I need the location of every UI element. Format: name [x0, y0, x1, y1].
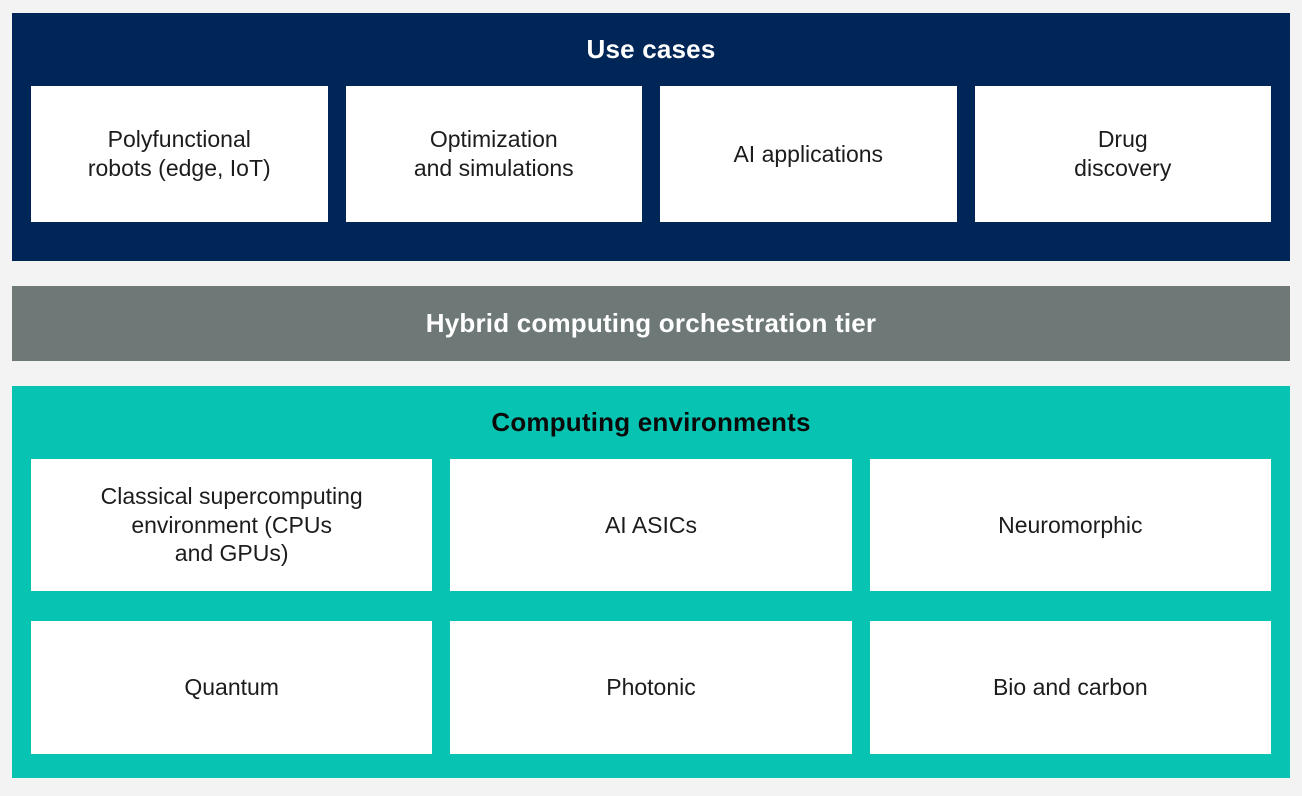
environment-label: Photonic [606, 674, 696, 701]
use-case-label: Polyfunctional robots (edge, IoT) [87, 126, 271, 181]
environment-label: Classical supercomputing environment (CP… [100, 482, 363, 567]
orchestration-tier-bar: Hybrid computing orchestration tier [12, 286, 1290, 361]
environment-card-ai-asics: AI ASICs [450, 459, 852, 591]
use-case-card-drug-discovery: Drug discovery [974, 86, 1271, 222]
architecture-diagram: Use cases Polyfunctional robots (edge, I… [0, 13, 1302, 796]
use-case-label: Optimization and simulations [413, 126, 574, 181]
use-cases-title: Use cases [586, 34, 716, 64]
computing-environments-title: Computing environments [491, 407, 811, 437]
use-case-card-ai-applications: AI applications [660, 86, 957, 222]
environment-label: AI ASICs [604, 511, 698, 538]
computing-environments-panel: Computing environments Classical superco… [12, 386, 1290, 778]
use-case-label: AI applications [733, 140, 884, 167]
orchestration-tier-title: Hybrid computing orchestration tier [425, 308, 877, 338]
computing-environments-row-1: Classical supercomputing environment (CP… [12, 459, 1290, 591]
use-case-card-polyfunctional-robots: Polyfunctional robots (edge, IoT) [31, 86, 328, 222]
environment-card-classical-supercomputing: Classical supercomputing environment (CP… [31, 459, 433, 591]
use-cases-panel: Use cases Polyfunctional robots (edge, I… [12, 13, 1290, 261]
environment-label: Quantum [184, 674, 279, 701]
environment-label: Neuromorphic [998, 511, 1143, 538]
use-case-label: Drug discovery [1074, 126, 1172, 181]
environment-card-neuromorphic: Neuromorphic [869, 459, 1271, 591]
environment-card-bio-and-carbon: Bio and carbon [869, 621, 1271, 754]
computing-environments-row-2: Quantum Photonic Bio and carbon [12, 621, 1290, 754]
use-cases-row: Polyfunctional robots (edge, IoT) Optimi… [12, 86, 1290, 222]
use-case-card-optimization-simulations: Optimization and simulations [345, 86, 642, 222]
environment-card-quantum: Quantum [31, 621, 433, 754]
environment-label: Bio and carbon [992, 674, 1148, 701]
environment-card-photonic: Photonic [450, 621, 852, 754]
